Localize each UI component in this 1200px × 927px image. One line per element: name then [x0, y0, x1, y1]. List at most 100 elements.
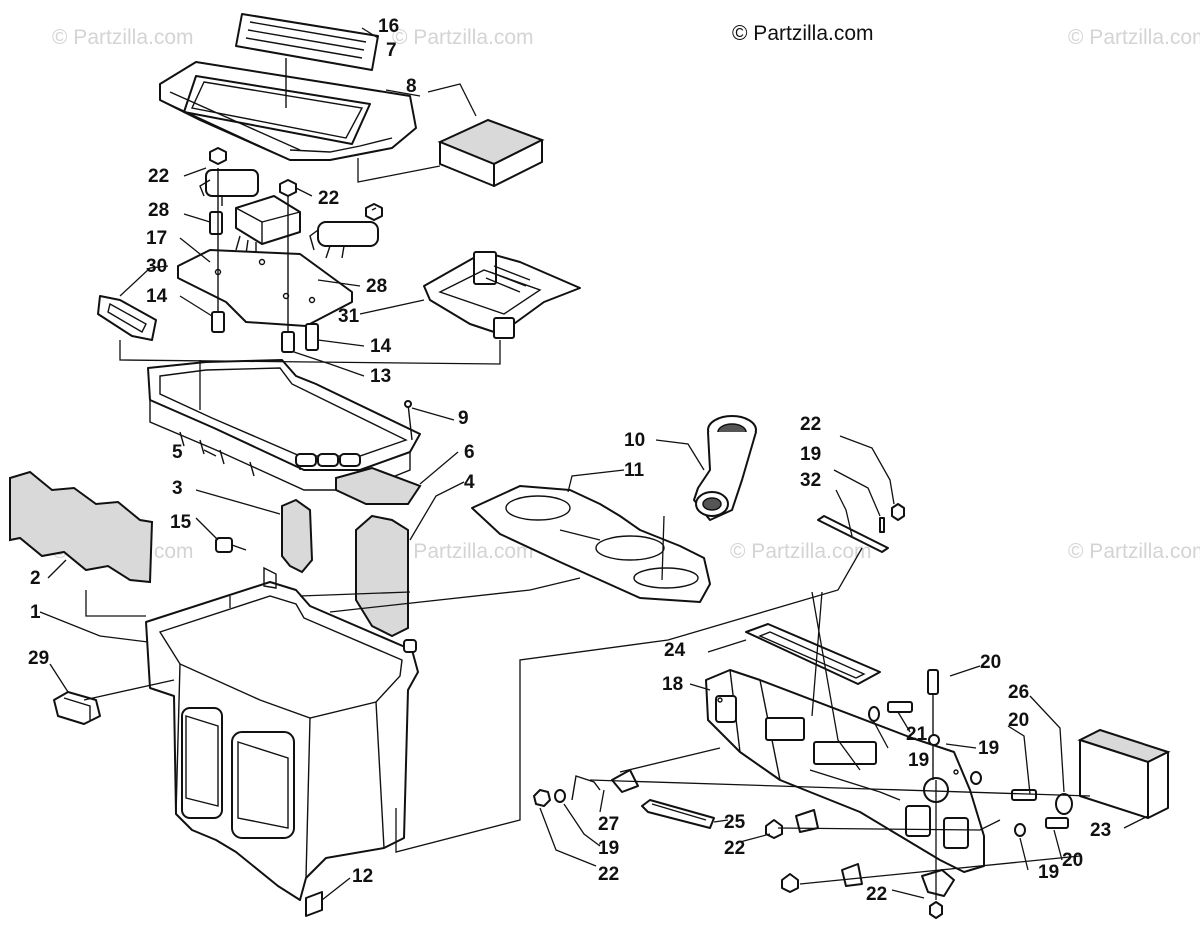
callout-16: 16 [378, 16, 399, 37]
part-19-washer[interactable] [879, 517, 885, 533]
callout-21: 21 [906, 724, 928, 745]
callout-6: 6 [464, 442, 475, 463]
part-4-foam-pad[interactable] [355, 514, 409, 638]
callout-23: 23 [1090, 820, 1111, 841]
callout-22: 22 [724, 838, 745, 859]
callout-28: 28 [366, 276, 387, 297]
callout-30: 30 [146, 256, 167, 277]
watermark: © Partzilla.com [1068, 26, 1200, 49]
callout-19: 19 [908, 750, 929, 771]
callout-31: 31 [338, 306, 360, 327]
part-22-nut[interactable] [209, 147, 227, 165]
callout-11: 11 [624, 460, 645, 481]
part-23-foam-block[interactable] [1077, 728, 1171, 819]
callout-8: 8 [406, 76, 417, 97]
callout-18: 18 [662, 674, 683, 695]
callout-1: 1 [30, 602, 41, 623]
callout-20: 20 [1062, 850, 1083, 871]
part-25-latch[interactable] [641, 799, 715, 829]
callout-19: 19 [978, 738, 999, 759]
callout-9: 9 [458, 408, 469, 429]
callout-20: 20 [1008, 710, 1029, 731]
part-29-clip[interactable] [53, 691, 101, 725]
callout-26: 26 [1008, 682, 1029, 703]
part-16-decal[interactable] [235, 13, 379, 71]
relay-component[interactable] [199, 169, 259, 206]
callout-15: 15 [170, 512, 192, 533]
part-8-airbox-lid[interactable] [159, 58, 417, 161]
part-1-airbox-base[interactable] [145, 566, 419, 901]
part-6-foam-pad[interactable] [335, 466, 422, 505]
watermark: © Partzilla.com [392, 26, 534, 49]
part-12-grommet[interactable] [305, 891, 323, 917]
callout-14: 14 [370, 336, 392, 357]
callout-22: 22 [866, 884, 887, 905]
part-3-foam-pad[interactable] [281, 498, 314, 574]
callout-17: 17 [146, 228, 167, 249]
callout-7: 7 [386, 40, 397, 61]
part-32-strip[interactable] [817, 515, 889, 553]
copyright-notice: © Partzilla.com [732, 22, 874, 45]
callout-20: 20 [980, 652, 1001, 673]
part-9-screw[interactable] [404, 400, 413, 441]
part-22-nut[interactable] [279, 179, 297, 197]
part-19-washer[interactable] [1014, 823, 1026, 837]
part-21-bolt[interactable] [887, 701, 913, 713]
callout-4: 4 [464, 472, 475, 493]
part-27-rod[interactable] [571, 775, 601, 801]
callout-22: 22 [148, 166, 169, 187]
part-22-nut[interactable] [765, 819, 783, 839]
solenoid-component[interactable] [309, 221, 379, 259]
callout-13: 13 [370, 366, 391, 387]
callout-28: 28 [148, 200, 169, 221]
callout-14: 14 [146, 286, 168, 307]
part-20-bolt[interactable] [1045, 817, 1069, 829]
callout-27: 27 [598, 814, 619, 835]
callout-25: 25 [724, 812, 746, 833]
part-22-nut[interactable] [533, 789, 551, 807]
callout-10: 10 [624, 430, 645, 451]
callout-24: 24 [664, 640, 686, 661]
callout-19: 19 [598, 838, 619, 859]
callout-12: 12 [352, 866, 373, 887]
part-22-nut[interactable] [929, 901, 943, 919]
callout-19: 19 [800, 444, 821, 465]
part-31-cover[interactable] [423, 251, 581, 339]
watermark: © Partzilla.com [392, 540, 534, 563]
watermark: © Partzilla.com [1068, 540, 1200, 563]
part-13-screw[interactable] [281, 196, 295, 353]
part-18-intake-duct[interactable] [705, 669, 985, 873]
part-14-bolt[interactable] [305, 323, 319, 351]
part-19-washer[interactable] [554, 789, 566, 803]
callout-19: 19 [1038, 862, 1059, 883]
part-22-nut[interactable] [891, 503, 905, 521]
part-10-intake-elbow[interactable] [693, 415, 757, 521]
part-24-gasket[interactable] [745, 623, 881, 685]
part-30-grommet[interactable] [97, 295, 157, 341]
part-28-spacer[interactable] [209, 211, 223, 235]
part-19-washer[interactable] [928, 734, 940, 746]
callout-29: 29 [28, 648, 49, 669]
watermark: © Partzilla.com [730, 540, 872, 563]
part-22-nut[interactable] [781, 873, 799, 893]
callout-22: 22 [318, 188, 339, 209]
part-19-washer[interactable] [970, 771, 982, 785]
part-20-bolt[interactable] [1011, 789, 1037, 801]
part-17-mounting-plate[interactable] [177, 249, 353, 327]
part-14-bolt[interactable] [211, 168, 225, 333]
part-7-air-filter[interactable] [437, 118, 545, 187]
part-5-airbox-upper[interactable] [147, 359, 421, 491]
callout-22: 22 [800, 414, 821, 435]
part-15-screw[interactable] [215, 537, 247, 553]
electrical-module[interactable] [235, 195, 301, 256]
callout-3: 3 [172, 478, 183, 499]
knob-component[interactable] [841, 863, 863, 887]
knob-component[interactable] [921, 869, 955, 897]
part-26-cap[interactable] [1055, 793, 1073, 815]
part-11-gasket[interactable] [471, 485, 711, 603]
part-22-nut[interactable] [365, 203, 383, 221]
part-2-foam-pad[interactable] [9, 470, 154, 584]
part-19-washer[interactable] [868, 706, 880, 722]
